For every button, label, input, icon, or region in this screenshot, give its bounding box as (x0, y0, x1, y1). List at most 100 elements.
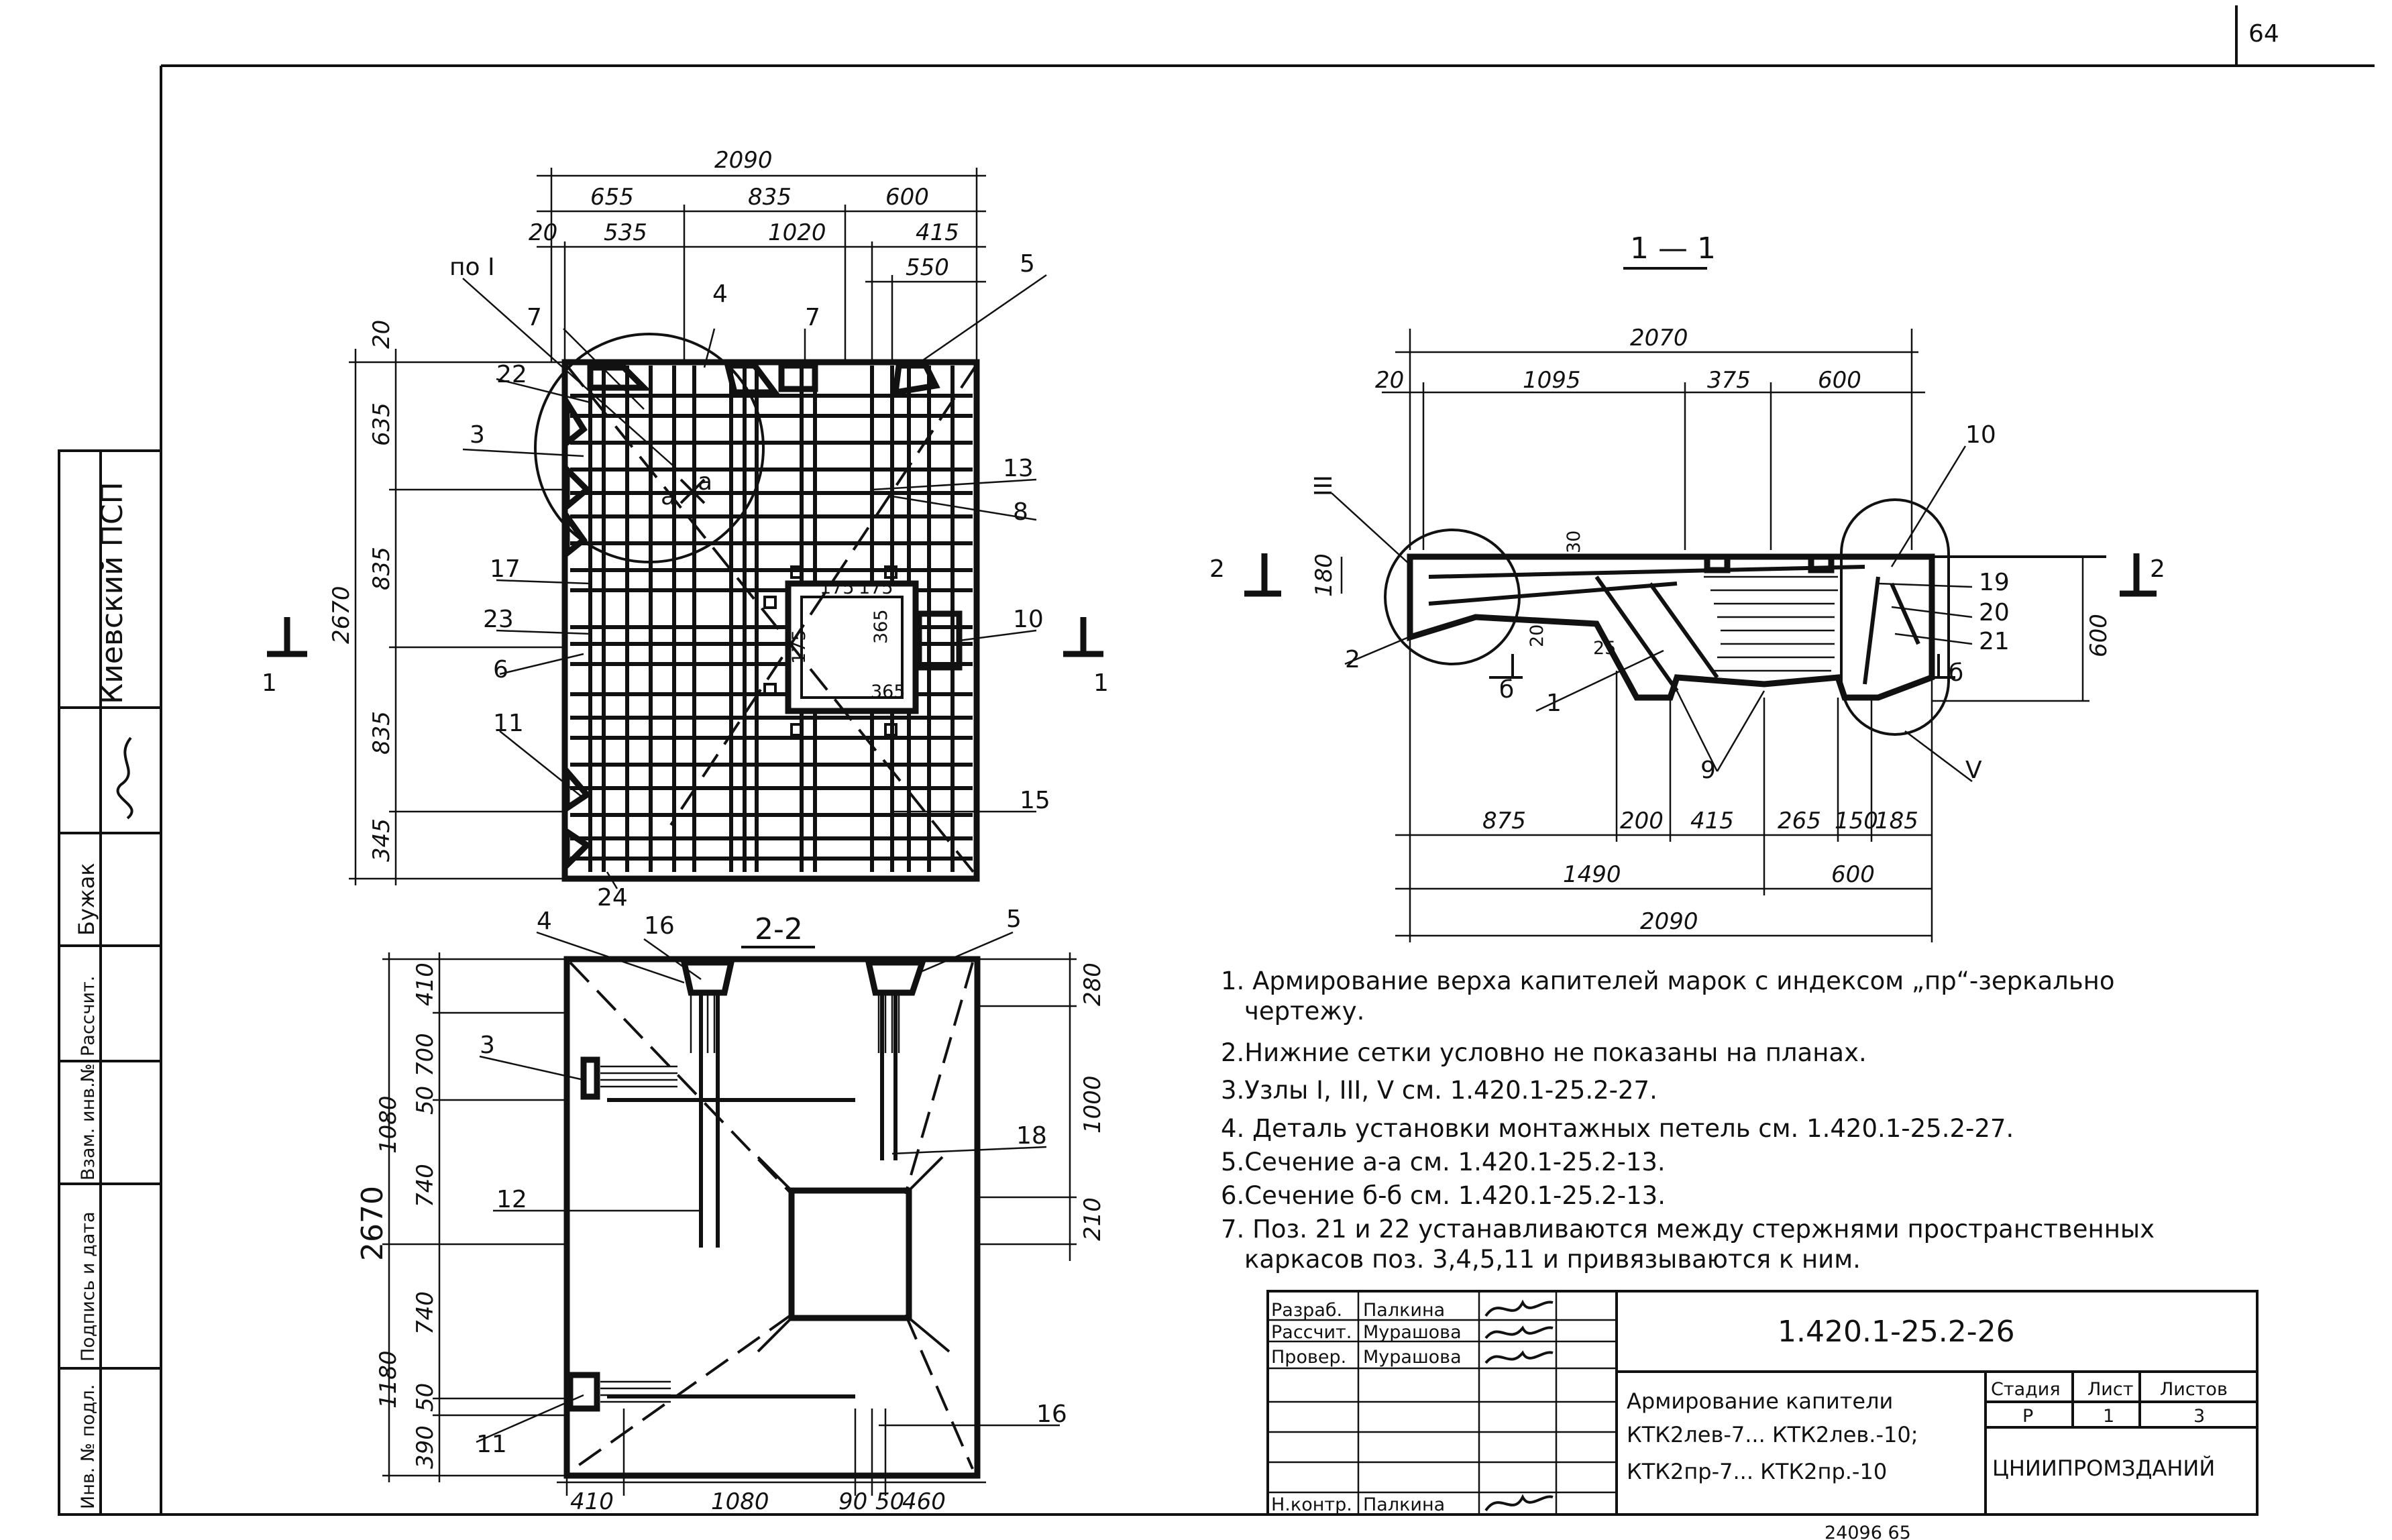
side-stamp-row: Подпись и дата (78, 1211, 99, 1362)
section-1-1-node-III: III (1310, 475, 1338, 496)
node-circle-III (1384, 529, 1521, 665)
section-1-1-mark-left: 2 (1209, 555, 1225, 583)
section-1-1-bottom-dim: 265 (1778, 808, 1821, 834)
plan-position: 8 (1013, 498, 1028, 526)
plan-position: 11 (493, 710, 524, 737)
plan-top-dim: 835 (748, 184, 792, 211)
plan-inner-dim: 365 (871, 609, 891, 644)
plan-position: 7 (805, 304, 820, 331)
plan-position: 15 (1020, 787, 1050, 814)
side-organization: Киевский ПСП (95, 482, 129, 704)
section-2-2-left-dim: 1180 (375, 1350, 402, 1409)
section-2-2-left-total: 2670 (356, 1186, 390, 1261)
section-2-2-left-dim: 410 (412, 963, 439, 1006)
plan-position: 3 (470, 421, 485, 449)
note-line: 3.Узлы I, III, V см. 1.420.1-25.2-27. (1221, 1076, 1657, 1105)
plan-left-dim: 835 (368, 711, 395, 755)
section-1-1-height-dim: 600 (2085, 614, 2112, 657)
plan-position: 23 (483, 606, 514, 633)
sheet-value: 1 (2103, 1406, 2114, 1427)
side-signature (116, 736, 133, 820)
plan-view: а а 2090 655 835 600 20 535 1020 415 550 (262, 147, 1109, 912)
section-1-1-top-dim: 20 (1375, 367, 1404, 394)
section-2-2-position: 16 (644, 912, 675, 940)
section-1-1-position: 21 (1979, 628, 2010, 655)
title-block-name: Мурашова (1363, 1322, 1462, 1343)
section-1-1-cut-right: б (1949, 659, 1963, 687)
plan-top-dim: 1020 (768, 219, 826, 246)
section-2-2-position: 12 (496, 1186, 527, 1213)
section-2-2-position: 5 (1006, 905, 1022, 933)
drawing-title-line: КТК2пр-7... КТК2пр.-10 (1627, 1459, 1887, 1484)
section-1-1-bottom-dim: 150 (1835, 808, 1878, 834)
plan-cage-blocks (563, 362, 963, 873)
plan-position: 7 (527, 304, 542, 331)
stage-value: Р (2022, 1406, 2033, 1427)
section-1-1-position: 20 (1979, 599, 2010, 626)
sheets-value: 3 (2193, 1406, 2205, 1427)
section-2-2-right-dim: 1000 (1079, 1075, 1106, 1134)
section-2-2-leaders (476, 931, 1060, 1443)
side-stamp-row: Взам. инв.№ (78, 1063, 99, 1180)
plan-top-dims (537, 168, 986, 362)
note-line: 7. Поз. 21 и 22 устанавливаются между ст… (1221, 1215, 2155, 1244)
node-circle-V (1840, 498, 1950, 736)
drawing-title-line: КТК2лев-7... КТК2лев.-10; (1627, 1422, 1918, 1447)
note-line: 2.Нижние сетки условно не показаны на пл… (1221, 1038, 1867, 1067)
note-line: 5.Сечение а-а см. 1.420.1-25.2-13. (1221, 1148, 1666, 1176)
section-2-2-cage-lines (600, 993, 900, 1403)
section-2-2-right-dim: 280 (1079, 963, 1106, 1006)
organization: ЦНИИПРОМЗДАНИЙ (1992, 1455, 2215, 1481)
section-2-2-position: 3 (480, 1032, 495, 1059)
note-line: 6.Сечение б-б см. 1.420.1-25.2-13. (1221, 1181, 1666, 1210)
section-1-1-height-dims (1340, 557, 2089, 702)
title-block-role: Разраб. (1271, 1300, 1342, 1321)
section-2-2-rebars (607, 993, 898, 1398)
plan-rebar-grid (570, 366, 973, 872)
plan-leaders (462, 274, 1047, 889)
section-1-1-mark-right: 2 (2150, 555, 2165, 583)
section-1-1-position: 9 (1700, 757, 1716, 784)
side-stamp-row: Инв. № подл. (78, 1384, 99, 1509)
node-circle-I (534, 333, 765, 563)
section-1-1-profile (1407, 553, 1935, 701)
section-2-2-bottom-dims (557, 1409, 986, 1496)
section-2-2-right-dims (977, 952, 1077, 1261)
section-2-2-left-dim: 1080 (375, 1095, 402, 1154)
plan-inner-dim: 365 (871, 681, 906, 702)
section-1-1-node-V: V (1965, 757, 1982, 784)
section-1-1-top-total: 2070 (1630, 325, 1688, 351)
doc-code: 1.420.1-25.2-26 (1778, 1315, 2015, 1349)
plan-outline (561, 359, 980, 882)
plan-node-label: по I (449, 254, 495, 281)
section-2-2-left-dim: 700 (412, 1033, 439, 1077)
section-2-2-bottom-dim: 1080 (711, 1488, 769, 1515)
title-block-name: Палкина (1363, 1300, 1445, 1321)
section-2-2-bottom-dim: 410 (570, 1488, 614, 1515)
section-2-2-bottom-dim: 50 (875, 1488, 904, 1515)
plan-inner-dim: 175 (859, 578, 893, 598)
section-1-1-height-dim: 180 (1311, 553, 1338, 597)
plan-inner-dim: 175 (789, 629, 810, 664)
section-2-2-left-dim: 50 (412, 1086, 439, 1115)
section-2-2-left-dim: 740 (412, 1291, 439, 1335)
plan-position: 5 (1020, 250, 1035, 278)
page-number: 64 (2248, 20, 2279, 48)
section-2-2-right-dim: 210 (1079, 1197, 1106, 1241)
plan-left-dim: 835 (368, 547, 395, 590)
title-block-name: Палкина (1363, 1494, 1445, 1515)
section-1-1-top-dim: 375 (1707, 367, 1751, 394)
section-1-1-inner-dim: 20 (1527, 624, 1547, 647)
side-stamp-row: Рассчит. (78, 976, 99, 1056)
section-2-2-position: 16 (1036, 1400, 1067, 1428)
section-2-2-position: 18 (1016, 1122, 1047, 1150)
section-1-1-top-dim: 1095 (1523, 367, 1581, 394)
section-1-1-title: 1 — 1 (1630, 231, 1716, 266)
drawing-title-line: Армирование капители (1627, 1388, 1893, 1414)
section-1-1-bottom-dim: 875 (1482, 808, 1526, 834)
plan-position: 17 (490, 555, 521, 583)
section-2-2-view: 2-2 (356, 905, 1106, 1515)
note-line: каркасов поз. 3,4,5,11 и привязываются к… (1244, 1245, 1861, 1274)
section-1-1-bottom-dim: 415 (1690, 808, 1734, 834)
